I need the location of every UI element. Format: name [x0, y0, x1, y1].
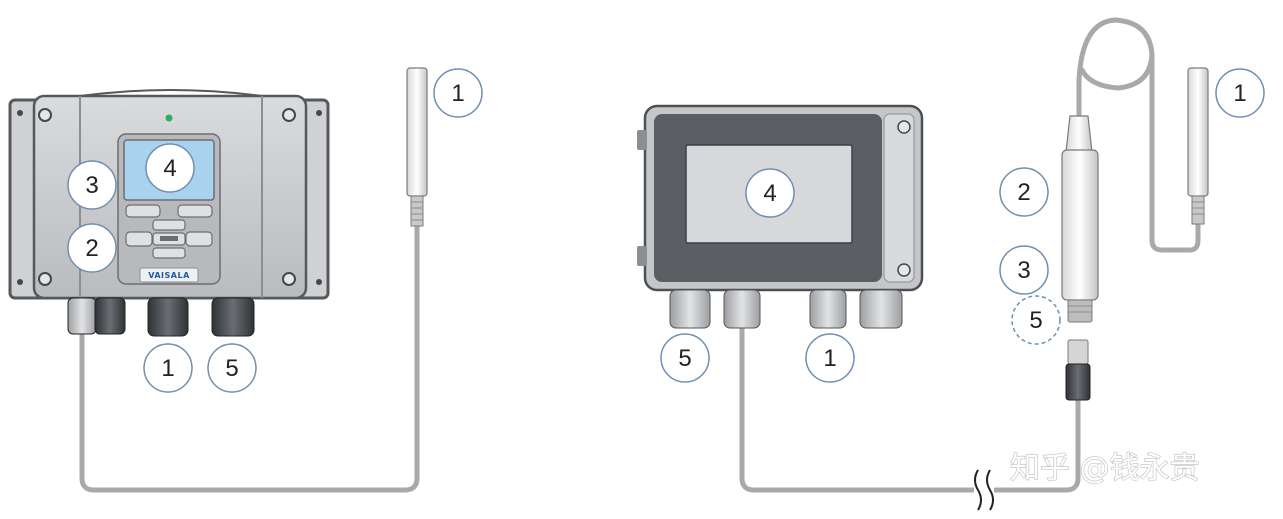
right-glands: [669, 289, 903, 329]
svg-text:5: 5: [225, 355, 238, 382]
left-callout-keypad-upper: 3: [67, 160, 117, 210]
left-callout-keypad-lower: 2: [67, 223, 117, 273]
right-callout-connector-optional: 5: [1011, 295, 1061, 345]
left-keypad: [125, 204, 213, 259]
right-callout-probe-body: 2: [999, 167, 1049, 217]
right-cable: [739, 325, 1081, 493]
right-callout-display: 4: [745, 168, 795, 218]
watermark: 知乎 @钱永贵: [1010, 451, 1200, 486]
probe-coil-cable: [1076, 17, 1201, 253]
svg-text:4: 4: [763, 180, 776, 207]
svg-text:1: 1: [161, 355, 174, 382]
cable-break: [974, 468, 994, 511]
svg-text:5: 5: [1029, 307, 1042, 334]
left-system: VAISALA 1 3 4 2: [8, 67, 483, 493]
left-screws: [38, 108, 296, 286]
left-glands: [67, 297, 255, 337]
right-system: 4 5 1 1 2 3 5: [637, 17, 1265, 511]
left-callout-gland-5: 5: [207, 343, 257, 393]
left-probe: [406, 67, 428, 227]
svg-text:1: 1: [823, 345, 836, 372]
left-callout-gland-1: 1: [143, 343, 193, 393]
right-callout-probe-tip: 3: [999, 245, 1049, 295]
svg-text:1: 1: [451, 80, 464, 107]
probe-connector: [1065, 339, 1091, 401]
svg-text:1: 1: [1233, 80, 1246, 107]
svg-text:2: 2: [1017, 179, 1030, 206]
brand-logo: VAISALA: [148, 271, 190, 280]
svg-text:2: 2: [85, 235, 98, 262]
left-callout-probe: 1: [433, 68, 483, 118]
right-callout-gland-5: 5: [660, 333, 710, 383]
svg-text:3: 3: [1017, 257, 1030, 284]
status-led: [165, 114, 173, 122]
left-cable: [79, 221, 420, 493]
right-callout-probe: 1: [1215, 68, 1265, 118]
right-probe: [1187, 67, 1209, 225]
probe-body: [1061, 115, 1099, 323]
svg-text:4: 4: [163, 155, 176, 182]
svg-text:5: 5: [678, 345, 691, 372]
svg-text:3: 3: [85, 172, 98, 199]
left-callout-display: 4: [145, 143, 195, 193]
right-callout-gland-1: 1: [805, 333, 855, 383]
